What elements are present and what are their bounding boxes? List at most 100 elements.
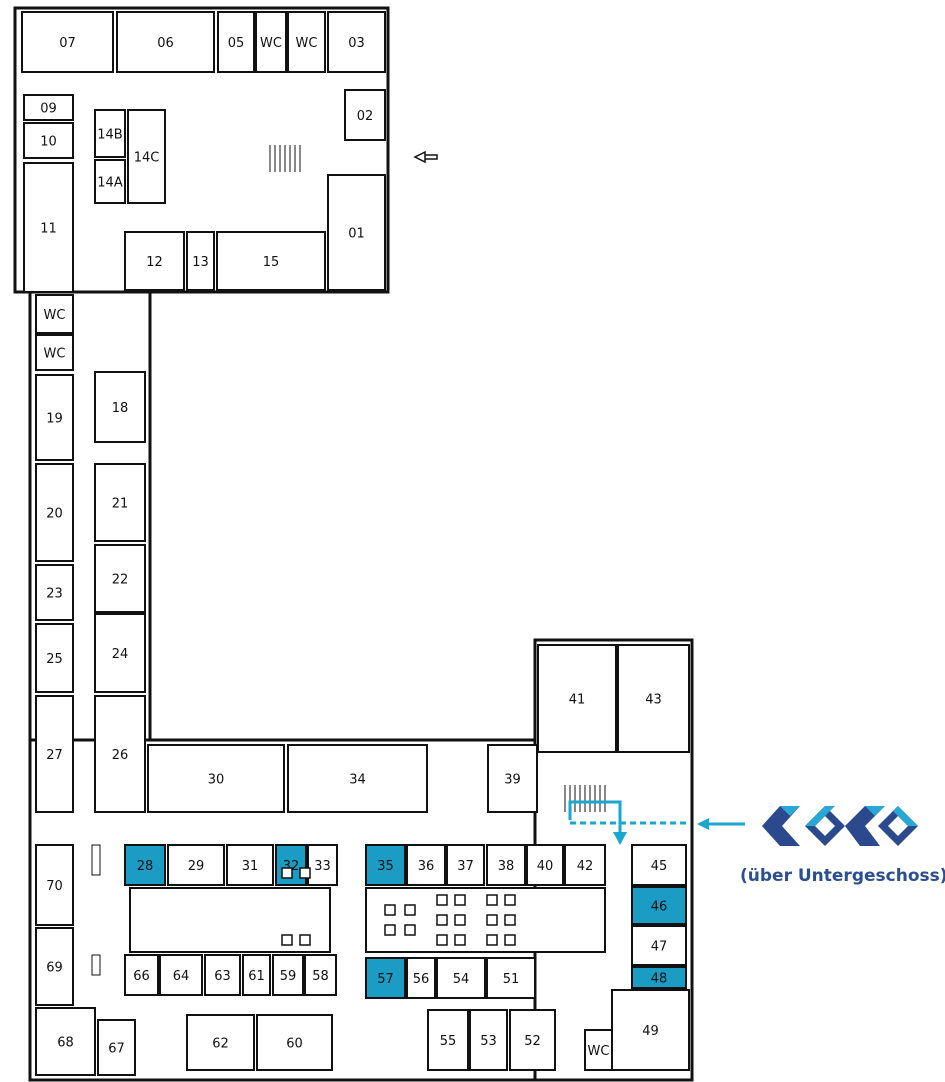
- room-47[interactable]: 47: [631, 925, 687, 966]
- room-54[interactable]: 54: [436, 957, 486, 999]
- room-wc[interactable]: WC: [35, 294, 74, 334]
- room-10[interactable]: 10: [23, 122, 74, 159]
- room-67[interactable]: 67: [97, 1019, 136, 1076]
- room-07[interactable]: 07: [21, 11, 114, 73]
- room-31[interactable]: 31: [226, 844, 274, 886]
- room-45[interactable]: 45: [631, 844, 687, 886]
- room-57[interactable]: 57: [365, 957, 406, 999]
- room-48[interactable]: 48: [631, 966, 687, 989]
- room-outline: [94, 159, 126, 204]
- room-outline: [446, 844, 485, 886]
- room-29[interactable]: 29: [167, 844, 225, 886]
- room-58[interactable]: 58: [304, 954, 337, 996]
- room-40[interactable]: 40: [526, 844, 564, 886]
- room-27[interactable]: 27: [35, 695, 74, 813]
- room-39[interactable]: 39: [487, 744, 538, 813]
- room-43[interactable]: 43: [617, 644, 690, 753]
- room-20[interactable]: 20: [35, 463, 74, 562]
- room-62[interactable]: 62: [186, 1014, 255, 1071]
- room-06[interactable]: 06: [116, 11, 215, 73]
- room-wc[interactable]: WC: [287, 11, 326, 73]
- room-38[interactable]: 38: [486, 844, 526, 886]
- room-14c[interactable]: 14C: [127, 109, 166, 204]
- room-outline: [167, 844, 225, 886]
- room-59[interactable]: 59: [272, 954, 304, 996]
- room-outline: [564, 844, 606, 886]
- room-55[interactable]: 55: [427, 1009, 469, 1071]
- room-23[interactable]: 23: [35, 564, 74, 621]
- entrance-route: [568, 800, 745, 845]
- room-34[interactable]: 34: [287, 744, 428, 813]
- room-label: 26: [112, 748, 129, 763]
- room-61[interactable]: 61: [242, 954, 271, 996]
- room-outline: [23, 162, 74, 293]
- room-outline: [217, 11, 255, 73]
- room-14b[interactable]: 14B: [94, 109, 126, 158]
- room-outline: [116, 11, 215, 73]
- room-outline: [35, 463, 74, 562]
- room-32[interactable]: 32: [275, 844, 307, 886]
- room-13[interactable]: 13: [186, 231, 215, 291]
- room-outline: [186, 231, 215, 291]
- room-03[interactable]: 03: [327, 11, 386, 73]
- room-outline: [327, 174, 386, 291]
- room-05[interactable]: 05: [217, 11, 255, 73]
- room-14a[interactable]: 14A: [94, 159, 126, 204]
- central-hall: [365, 887, 606, 953]
- room-25[interactable]: 25: [35, 623, 74, 693]
- room-wc[interactable]: WC: [584, 1029, 613, 1071]
- room-66[interactable]: 66: [124, 954, 159, 996]
- room-wc[interactable]: WC: [255, 11, 287, 73]
- room-01[interactable]: 01: [327, 174, 386, 291]
- room-label: 57: [377, 972, 394, 987]
- table: [404, 904, 416, 916]
- room-70[interactable]: 70: [35, 844, 74, 926]
- room-35[interactable]: 35: [365, 844, 406, 886]
- room-26[interactable]: 26: [94, 695, 146, 813]
- room-label: 27: [46, 748, 63, 763]
- room-label: 01: [348, 227, 365, 242]
- room-60[interactable]: 60: [256, 1014, 333, 1071]
- room-51[interactable]: 51: [486, 957, 536, 999]
- room-30[interactable]: 30: [147, 744, 285, 813]
- room-41[interactable]: 41: [537, 644, 617, 753]
- table: [436, 894, 448, 906]
- room-18[interactable]: 18: [94, 371, 146, 443]
- room-09[interactable]: 09: [23, 94, 74, 121]
- room-24[interactable]: 24: [94, 613, 146, 693]
- room-label: 52: [524, 1034, 541, 1049]
- room-wc[interactable]: WC: [35, 334, 74, 371]
- room-label: 12: [146, 255, 163, 270]
- room-outline: [186, 1014, 255, 1071]
- room-19[interactable]: 19: [35, 374, 74, 461]
- room-49[interactable]: 49: [611, 989, 690, 1071]
- room-label: WC: [44, 308, 66, 323]
- room-64[interactable]: 64: [159, 954, 203, 996]
- room-outline: [124, 844, 166, 886]
- room-37[interactable]: 37: [446, 844, 485, 886]
- room-label: 39: [504, 773, 521, 788]
- room-53[interactable]: 53: [469, 1009, 508, 1071]
- room-28[interactable]: 28: [124, 844, 166, 886]
- room-22[interactable]: 22: [94, 544, 146, 613]
- room-33[interactable]: 33: [307, 844, 338, 886]
- room-68[interactable]: 68: [35, 1007, 96, 1076]
- room-02[interactable]: 02: [344, 89, 386, 141]
- room-52[interactable]: 52: [509, 1009, 556, 1071]
- room-label: 62: [212, 1037, 229, 1052]
- room-11[interactable]: 11: [23, 162, 74, 293]
- room-12[interactable]: 12: [124, 231, 185, 291]
- room-15[interactable]: 15: [216, 231, 326, 291]
- room-46[interactable]: 46: [631, 886, 687, 925]
- room-21[interactable]: 21: [94, 463, 146, 542]
- room-42[interactable]: 42: [564, 844, 606, 886]
- room-label: 61: [248, 969, 265, 984]
- room-outline: [526, 844, 564, 886]
- room-56[interactable]: 56: [406, 957, 436, 999]
- room-63[interactable]: 63: [204, 954, 241, 996]
- room-36[interactable]: 36: [406, 844, 446, 886]
- room-label: 03: [348, 36, 365, 51]
- room-69[interactable]: 69: [35, 927, 74, 1006]
- room-outline: [242, 954, 271, 996]
- room-outline: [344, 89, 386, 141]
